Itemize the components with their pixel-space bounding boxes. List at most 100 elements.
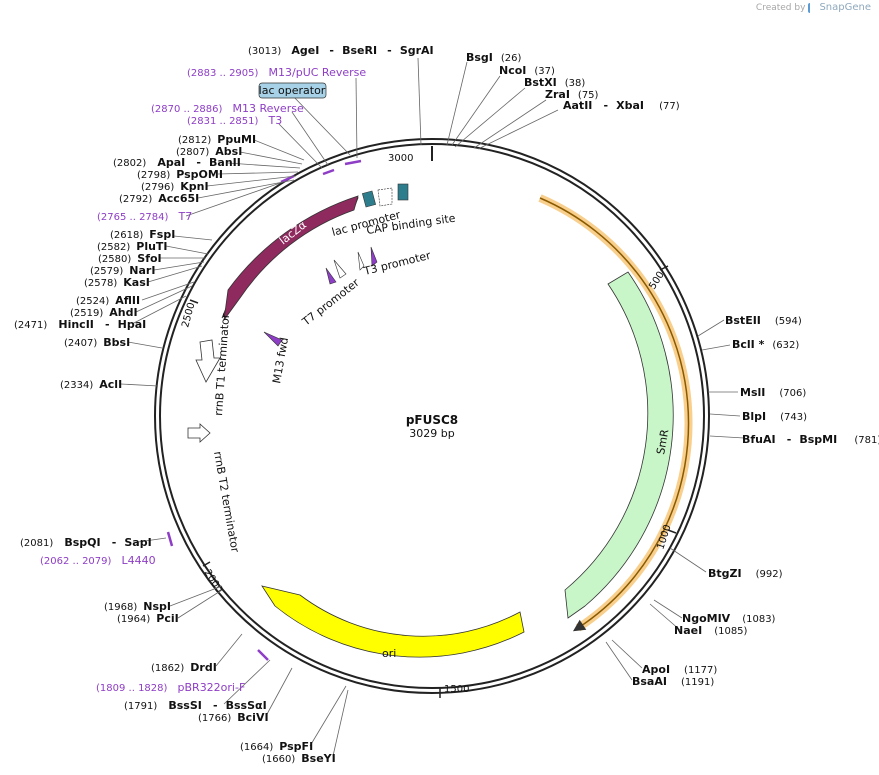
site-label-bsgi[interactable]: BsgI(26) [466,51,522,64]
site-label-btgzi[interactable]: BtgZI(992) [708,567,783,580]
primer-t7-label: (2765 .. 2784) T7 [97,205,192,224]
site-label-pcii[interactable]: (1964)PciI [117,612,179,625]
cap-site-box[interactable] [397,183,409,201]
rrnb-t1-arrow[interactable] [195,339,221,383]
t3-primer-arrow [370,246,378,267]
lacza-arrow [223,195,359,321]
site-label-msli[interactable]: MslI(706) [740,386,806,399]
leader-lines [120,57,745,757]
site-label-aflii[interactable]: (2524)AflII [76,294,140,307]
m13-fwd-arrow[interactable] [263,331,283,347]
site-label-nspi[interactable]: (1968)NspI [104,600,171,613]
l4440-mark [166,531,174,547]
snapgene-logo-icon [808,2,816,13]
site-label-fspi[interactable]: (2618)FspI [110,228,175,241]
site-label-absi[interactable]: (2807)AbsI [176,145,242,158]
credit-prefix: Created by [755,2,806,13]
tick-mark-2500 [189,299,199,304]
site-label-pspomi[interactable]: (2798)PspOMI [137,168,223,181]
t3-promoter-arrow[interactable] [357,251,365,271]
primer-t3-label: (2831 .. 2851) T3 [187,109,282,128]
pbr322ori-f-mark [257,649,269,661]
primer-name: T7 [178,210,193,223]
tick-mark-1000 [667,529,677,534]
tick-mark-2000 [202,561,211,567]
site-label-bcli[interactable]: BclI *(632) [732,338,799,351]
primer-l4440-label: (2062 .. 2079) L4440 [40,549,156,568]
t7-primer-arrow [325,267,337,285]
tick-mark-500 [659,265,669,271]
tick-label-1500: 1500 [444,684,469,695]
site-label-aatii[interactable]: AatII - XbaI (77) [563,94,680,113]
lac-operator-label: lac operator [259,84,326,97]
site-label-bfuai[interactable]: BfuAI - BspMI (781) [742,428,879,447]
primer-pbr322ori-f-label: (1809 .. 1828) pBR322ori-F [96,676,245,695]
snapgene-credit: Created by SnapGene [756,2,871,13]
site-label-bseyi[interactable]: (1660)BseYI [262,752,336,765]
primer-range: (2831 .. 2851) [187,116,259,127]
orf-arrow [539,197,690,632]
site-label-agei[interactable]: (3013) AgeI - BseRI - SgrAI [248,39,434,58]
plasmid-name: pFUSC8 [406,413,458,427]
ori-label: ori [382,647,396,660]
ori-feature[interactable] [261,585,525,658]
m13-fwd-label: M13 fwd [270,336,291,384]
rrnb-t1-label: rrnB T1 terminator [212,313,232,416]
primer-name: M13/pUC Reverse [269,66,367,79]
primer-range: (2765 .. 2784) [97,212,169,223]
site-label-bspqi[interactable]: (2081) BspQI - SapI [20,531,152,550]
site-label-kpni[interactable]: (2796)KpnI [141,180,209,193]
site-label-bstxi[interactable]: BstXI(38) [524,76,585,89]
m13-reverse-mark [322,168,335,176]
site-label-pspfi[interactable]: (1664)PspFI [240,740,313,753]
smr-feature[interactable] [564,271,674,619]
rrnb-t2-label: rrnB T2 terminator [211,450,242,554]
site-label-drdi[interactable]: (1862)DrdI [151,661,217,674]
site-label-naei[interactable]: NaeI(1085) [674,624,748,637]
t7-promoter-arrow[interactable] [333,259,347,279]
site-label-bbsi[interactable]: (2407)BbsI [64,336,130,349]
primer-name: pBR322ori-F [178,681,246,694]
primer-m13-puc-reverse-label: (2883 .. 2905) M13/pUC Reverse [187,61,366,80]
site-label-blpi[interactable]: BlpI(743) [742,410,807,423]
site-label-bsssi[interactable]: (1791) BssSI - BssSαI [124,694,267,713]
smr-label: SmR [654,428,671,456]
site-label-ncoi[interactable]: NcoI(37) [499,64,555,77]
site-label-zrai[interactable]: ZraI(75) [545,88,599,101]
backbone-outer [154,138,710,694]
site-label-pluti[interactable]: (2582)PluTI [97,240,168,253]
site-label-hincii[interactable]: (2471) HincII - HpaI [14,313,146,332]
credit-brand: SnapGene [819,2,871,13]
site-label-apoi[interactable]: ApoI(1177) [642,663,717,676]
lac-operator-box[interactable] [377,187,393,207]
primer-range: (2062 .. 2079) [40,556,112,567]
primer-name: T3 [268,114,283,127]
site-label-ahdi[interactable]: (2519)AhdI [70,306,138,319]
site-label-nari[interactable]: (2579)NarI [90,264,155,277]
site-labels: (3013) AgeI - BseRI - SgrAI BsgI(26) Nco… [14,39,879,765]
site-label-bcivi[interactable]: (1766)BciVI [198,711,269,724]
primer-range: (1809 .. 1828) [96,683,168,694]
site-label-kasi[interactable]: (2578)KasI [84,276,150,289]
primer-name: L4440 [122,554,156,567]
backbone-inner [159,143,705,689]
primer-name: M13 Reverse [233,102,304,115]
site-label-acli[interactable]: (2334)AclI [60,378,122,391]
site-label-apai[interactable]: (2802) ApaI - BanII [113,151,241,170]
site-label-ngomiv[interactable]: NgoMIV(1083) [682,612,776,625]
primer-range: (2870 .. 2886) [151,104,223,115]
primer-m13-reverse-label: (2870 .. 2886) M13 Reverse [151,97,304,116]
rrnb-t2-arrow[interactable] [187,423,211,443]
lac-promoter-box[interactable] [361,190,377,208]
site-label-bsaai[interactable]: BsaAI(1191) [632,675,714,688]
primer-range: (2883 .. 2905) [187,68,259,79]
site-label-sfoi[interactable]: (2580)SfoI [98,252,162,265]
m13-puc-reverse-mark [344,159,362,166]
lac-operator-badge[interactable] [258,82,327,99]
t7-primer-mark [280,174,295,184]
plasmid-length: 3029 bp [409,427,454,440]
site-label-bsteii[interactable]: BstEII(594) [725,314,802,327]
site-label-acc65i[interactable]: (2792)Acc65I [119,192,199,205]
site-label-ppumi[interactable]: (2812)PpuMI [178,133,256,146]
